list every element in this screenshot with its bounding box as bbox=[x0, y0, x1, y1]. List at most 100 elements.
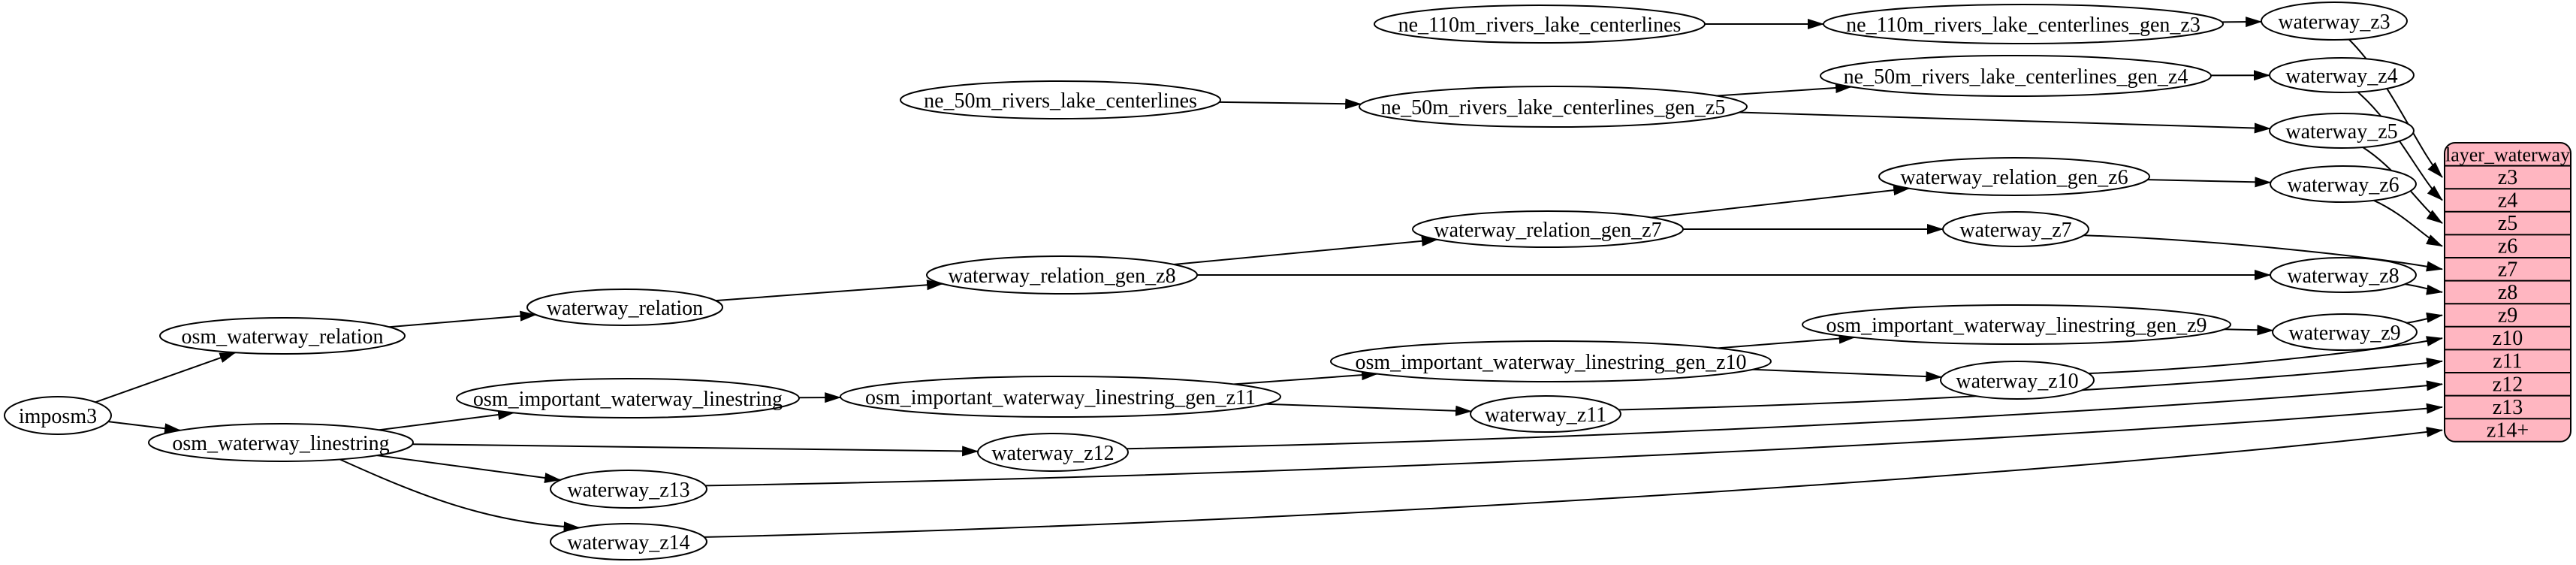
node-waterway_z4: waterway_z4 bbox=[2269, 57, 2415, 93]
node-label-waterway_relation_gen_z8: waterway_relation_gen_z8 bbox=[948, 264, 1175, 288]
node-ellipse-waterway_z11 bbox=[1470, 395, 1621, 433]
node-ne_50m_rivers_lake_centerlines_gen_z5: ne_50m_rivers_lake_centerlines_gen_z5 bbox=[1359, 86, 1748, 128]
node-ellipse-ne_50m_rivers_lake_centerlines_gen_z5 bbox=[1359, 86, 1748, 128]
node-label-waterway_z4: waterway_z4 bbox=[2285, 65, 2397, 88]
node-label-ne_50m_rivers_lake_centerlines_gen_z4: ne_50m_rivers_lake_centerlines_gen_z4 bbox=[1844, 65, 2188, 89]
edge-waterway_z11-to-layer_waterway-z11 bbox=[1618, 358, 2443, 411]
table-layer: layer_waterwayz3z4z5z6z7z8z9z10z11z12z13… bbox=[2444, 142, 2571, 443]
node-label-osm_waterway_linestring: osm_waterway_linestring bbox=[172, 432, 389, 455]
node-waterway_z11: waterway_z11 bbox=[1470, 395, 1621, 433]
node-ellipse-osm_important_waterway_linestring_gen_z11 bbox=[840, 376, 1281, 418]
nodes-layer: imposm3 osm_waterway_relation waterway_rel… bbox=[4, 2, 2418, 560]
node-osm_important_waterway_linestring_gen_z9: osm_important_waterway_linestring_gen_z9 bbox=[1802, 304, 2231, 345]
node-osm_waterway_relation: osm_waterway_relation bbox=[159, 317, 406, 355]
edge-ne_50m_rivers_lake_centerlines-to-ne_50m_rivers_lake_centerlines_gen_z5 bbox=[1219, 98, 1362, 110]
table-row-z10: z10 bbox=[2493, 327, 2523, 350]
node-ellipse-waterway_z9 bbox=[2272, 313, 2418, 351]
node-ellipse-osm_important_waterway_linestring_gen_z9 bbox=[1802, 304, 2231, 345]
node-ellipse-waterway_relation_gen_z8 bbox=[926, 255, 1198, 295]
node-ellipse-waterway_z12 bbox=[977, 433, 1129, 472]
node-osm_waterway_linestring: osm_waterway_linestring bbox=[148, 423, 414, 462]
node-ellipse-waterway_z8 bbox=[2270, 257, 2417, 293]
node-waterway_z5: waterway_z5 bbox=[2269, 113, 2415, 149]
edge-imposm3-to-osm_waterway_linestring bbox=[107, 421, 182, 434]
table-row-z8: z8 bbox=[2498, 281, 2517, 304]
node-ellipse-ne_50m_rivers_lake_centerlines bbox=[900, 80, 1221, 119]
node-label-osm_important_waterway_linestring: osm_important_waterway_linestring bbox=[473, 388, 783, 411]
node-waterway_z14: waterway_z14 bbox=[550, 523, 707, 560]
node-ellipse-waterway_relation_gen_z6 bbox=[1878, 157, 2150, 196]
node-ellipse-waterway_z5 bbox=[2269, 113, 2415, 149]
node-label-waterway_z6: waterway_z6 bbox=[2287, 174, 2399, 197]
edge-waterway_z10-to-layer_waterway-z10 bbox=[2089, 336, 2443, 374]
edge-ne_110m_rivers_lake_centerlines_gen_z3-to-waterway_z3 bbox=[2222, 17, 2263, 28]
node-waterway_z13: waterway_z13 bbox=[550, 470, 707, 509]
edge-waterway_z14-to-layer_waterway-z14+ bbox=[704, 427, 2443, 538]
node-ellipse-ne_110m_rivers_lake_centerlines bbox=[1374, 5, 1706, 44]
table-row-z3: z3 bbox=[2498, 166, 2517, 189]
edge-osm_important_waterway_linestring_gen_z9-to-waterway_z9 bbox=[2224, 325, 2274, 336]
node-waterway_z8: waterway_z8 bbox=[2270, 257, 2417, 293]
node-ellipse-ne_110m_rivers_lake_centerlines_gen_z3 bbox=[1823, 4, 2224, 44]
node-label-waterway_relation: waterway_relation bbox=[547, 297, 703, 320]
node-ellipse-imposm3 bbox=[4, 396, 112, 435]
edge-waterway_z7-to-layer_waterway-z7 bbox=[2083, 234, 2443, 272]
edge-waterway_z9-to-layer_waterway-z9 bbox=[2406, 312, 2443, 324]
table-row-z6: z6 bbox=[2498, 235, 2517, 258]
node-ellipse-osm_waterway_relation bbox=[159, 317, 406, 355]
table-row-z13: z13 bbox=[2493, 396, 2523, 419]
edge-waterway_relation_gen_z7-to-waterway_relation_gen_z6 bbox=[1651, 185, 1911, 219]
edges-layer bbox=[95, 17, 2443, 538]
node-ellipse-osm_important_waterway_linestring_gen_z10 bbox=[1330, 340, 1772, 382]
node-waterway_z12: waterway_z12 bbox=[977, 433, 1129, 472]
node-label-waterway_z8: waterway_z8 bbox=[2287, 264, 2399, 288]
node-ne_110m_rivers_lake_centerlines_gen_z3: ne_110m_rivers_lake_centerlines_gen_z3 bbox=[1823, 4, 2224, 44]
edge-waterway_relation_gen_z6-to-waterway_z6 bbox=[2147, 177, 2272, 188]
node-label-waterway_z9: waterway_z9 bbox=[2288, 322, 2400, 345]
node-osm_important_waterway_linestring_gen_z11: osm_important_waterway_linestring_gen_z1… bbox=[840, 376, 1281, 418]
node-ellipse-ne_50m_rivers_lake_centerlines_gen_z4 bbox=[1820, 55, 2212, 97]
node-waterway_relation_gen_z7: waterway_relation_gen_z7 bbox=[1412, 210, 1684, 248]
edge-waterway_relation-to-waterway_relation_gen_z8 bbox=[715, 279, 944, 302]
node-waterway_relation_gen_z6: waterway_relation_gen_z6 bbox=[1878, 157, 2150, 196]
node-waterway_z10: waterway_z10 bbox=[1940, 361, 2095, 400]
node-ellipse-osm_waterway_linestring bbox=[148, 423, 414, 462]
edge-osm_important_waterway_linestring_gen_z11-to-osm_important_waterway_linestring_gen_z10 bbox=[1233, 370, 1379, 385]
table-row-z11: z11 bbox=[2493, 350, 2522, 373]
node-waterway_z6: waterway_z6 bbox=[2270, 165, 2417, 203]
node-osm_important_waterway_linestring_gen_z10: osm_important_waterway_linestring_gen_z1… bbox=[1330, 340, 1772, 382]
edge-waterway_z8-to-layer_waterway-z8 bbox=[2405, 283, 2443, 295]
node-label-ne_110m_rivers_lake_centerlines_gen_z3: ne_110m_rivers_lake_centerlines_gen_z3 bbox=[1846, 14, 2200, 37]
node-label-ne_50m_rivers_lake_centerlines: ne_50m_rivers_lake_centerlines bbox=[924, 89, 1197, 113]
node-label-osm_waterway_relation: osm_waterway_relation bbox=[181, 325, 383, 349]
node-label-osm_important_waterway_linestring_gen_z9: osm_important_waterway_linestring_gen_z9 bbox=[1826, 314, 2207, 337]
edge-ne_50m_rivers_lake_centerlines_gen_z5-to-ne_50m_rivers_lake_centerlines_gen_z4 bbox=[1716, 83, 1853, 97]
edge-osm_waterway_linestring-to-waterway_z13 bbox=[376, 455, 562, 483]
node-ellipse-waterway_z6 bbox=[2270, 165, 2417, 203]
node-label-waterway_z11: waterway_z11 bbox=[1485, 403, 1606, 427]
node-ellipse-waterway_z10 bbox=[1940, 361, 2095, 400]
node-ellipse-waterway_z13 bbox=[550, 470, 707, 509]
node-label-waterway_relation_gen_z7: waterway_relation_gen_z7 bbox=[1434, 219, 1661, 242]
node-label-ne_50m_rivers_lake_centerlines_gen_z5: ne_50m_rivers_lake_centerlines_gen_z5 bbox=[1381, 96, 1726, 119]
node-label-waterway_z13: waterway_z13 bbox=[567, 479, 689, 502]
node-waterway_relation: waterway_relation bbox=[526, 289, 723, 326]
edge-osm_waterway_linestring-to-waterway_z14 bbox=[339, 458, 581, 533]
node-label-imposm3: imposm3 bbox=[19, 405, 97, 428]
node-waterway_z3: waterway_z3 bbox=[2261, 2, 2408, 41]
edge-waterway_z12-to-layer_waterway-z12 bbox=[1127, 380, 2443, 450]
node-osm_important_waterway_linestring: osm_important_waterway_linestring bbox=[456, 378, 800, 418]
layer-waterway-table: layer_waterwayz3z4z5z6z7z8z9z10z11z12z13… bbox=[2444, 142, 2571, 443]
edge-osm_important_waterway_linestring_gen_z10-to-waterway_z10 bbox=[1752, 368, 1943, 382]
node-ellipse-waterway_relation bbox=[526, 289, 723, 326]
node-waterway_z9: waterway_z9 bbox=[2272, 313, 2418, 351]
node-label-ne_110m_rivers_lake_centerlines: ne_110m_rivers_lake_centerlines bbox=[1398, 14, 1682, 37]
node-ellipse-osm_important_waterway_linestring bbox=[456, 378, 800, 418]
node-ne_110m_rivers_lake_centerlines: ne_110m_rivers_lake_centerlines bbox=[1374, 5, 1706, 44]
layer-waterway-table-background bbox=[2444, 142, 2571, 443]
edge-waterway_z6-to-layer_waterway-z6 bbox=[2373, 199, 2443, 247]
node-imposm3: imposm3 bbox=[4, 396, 112, 435]
edge-imposm3-to-osm_waterway_relation bbox=[95, 352, 237, 403]
node-label-osm_important_waterway_linestring_gen_z11: osm_important_waterway_linestring_gen_z1… bbox=[865, 386, 1256, 409]
